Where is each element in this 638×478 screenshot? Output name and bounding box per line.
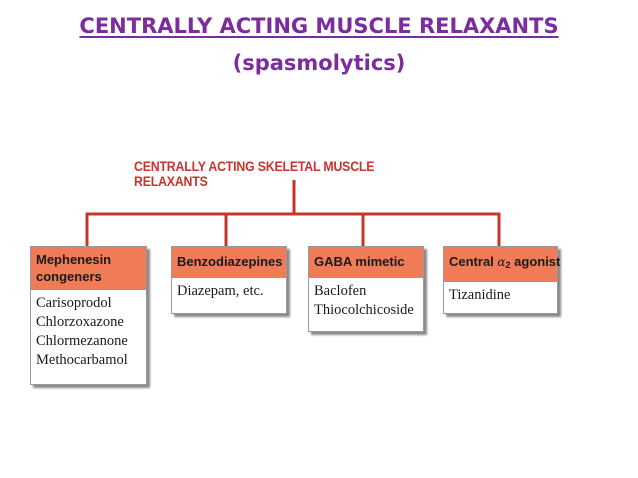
drug-item: Chlormezanone xyxy=(36,333,128,349)
drug-item: Chlorzoxazone xyxy=(36,314,124,330)
category-header-line: Mephenesin xyxy=(36,252,112,267)
category-header-suffix: agonist xyxy=(510,254,561,269)
category-header-line: GABA mimetic xyxy=(314,254,405,269)
category-header-line: congeners xyxy=(36,269,102,284)
category-box-benzodiazepines: Benzodiazepines Diazepam, etc. xyxy=(171,246,287,314)
category-box-mephenesin: Mephenesin congeners Carisoprodol Chlorz… xyxy=(30,246,147,385)
category-items: Diazepam, etc. xyxy=(172,278,286,304)
drug-item: Baclofen xyxy=(314,283,367,299)
category-box-gaba-mimetic: GABA mimetic Baclofen Thiocolchicoside xyxy=(308,246,424,332)
category-header: Mephenesin congeners xyxy=(31,247,146,290)
category-box-central-alpha2-agonist: Central α2 agonist Tizanidine xyxy=(443,246,560,314)
category-header-line: Benzodiazepines xyxy=(177,254,283,269)
drug-item: Diazepam, etc. xyxy=(177,283,264,299)
alpha-symbol: α xyxy=(497,255,506,269)
category-header: GABA mimetic xyxy=(309,247,423,278)
diagram-heading: CENTRALLY ACTING SKELETAL MUSCLE RELAXAN… xyxy=(134,159,375,189)
alpha-subscript: 2 xyxy=(505,260,511,270)
drug-item: Methocarbamol xyxy=(36,352,128,368)
slide-subtitle: (spasmolytics) xyxy=(232,51,406,75)
category-header: Central α2 agonist xyxy=(444,247,560,282)
drug-item: Thiocolchicoside xyxy=(314,302,414,318)
category-items: Tizanidine xyxy=(444,282,557,308)
slide-title: CENTRALLY ACTING MUSCLE RELAXANTS xyxy=(79,14,559,38)
category-header-prefix: Central xyxy=(449,254,498,269)
category-header: Benzodiazepines xyxy=(172,247,286,278)
category-items: Carisoprodol Chlorzoxazone Chlormezanone… xyxy=(31,290,146,373)
drug-item: Tizanidine xyxy=(449,287,511,303)
drug-item: Carisoprodol xyxy=(36,295,112,311)
category-items: Baclofen Thiocolchicoside xyxy=(309,278,423,323)
